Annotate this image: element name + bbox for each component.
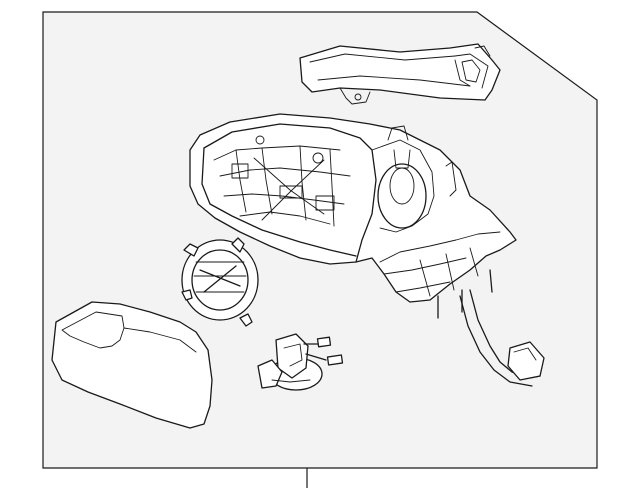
turn-signal-cover [299,43,501,105]
mirror-housing-assembly [189,113,517,319]
mirror-glass [51,301,213,429]
power-actuator-with-connectors [257,333,344,391]
glass-motor-ring [181,237,259,327]
wiring-harness [459,289,545,387]
